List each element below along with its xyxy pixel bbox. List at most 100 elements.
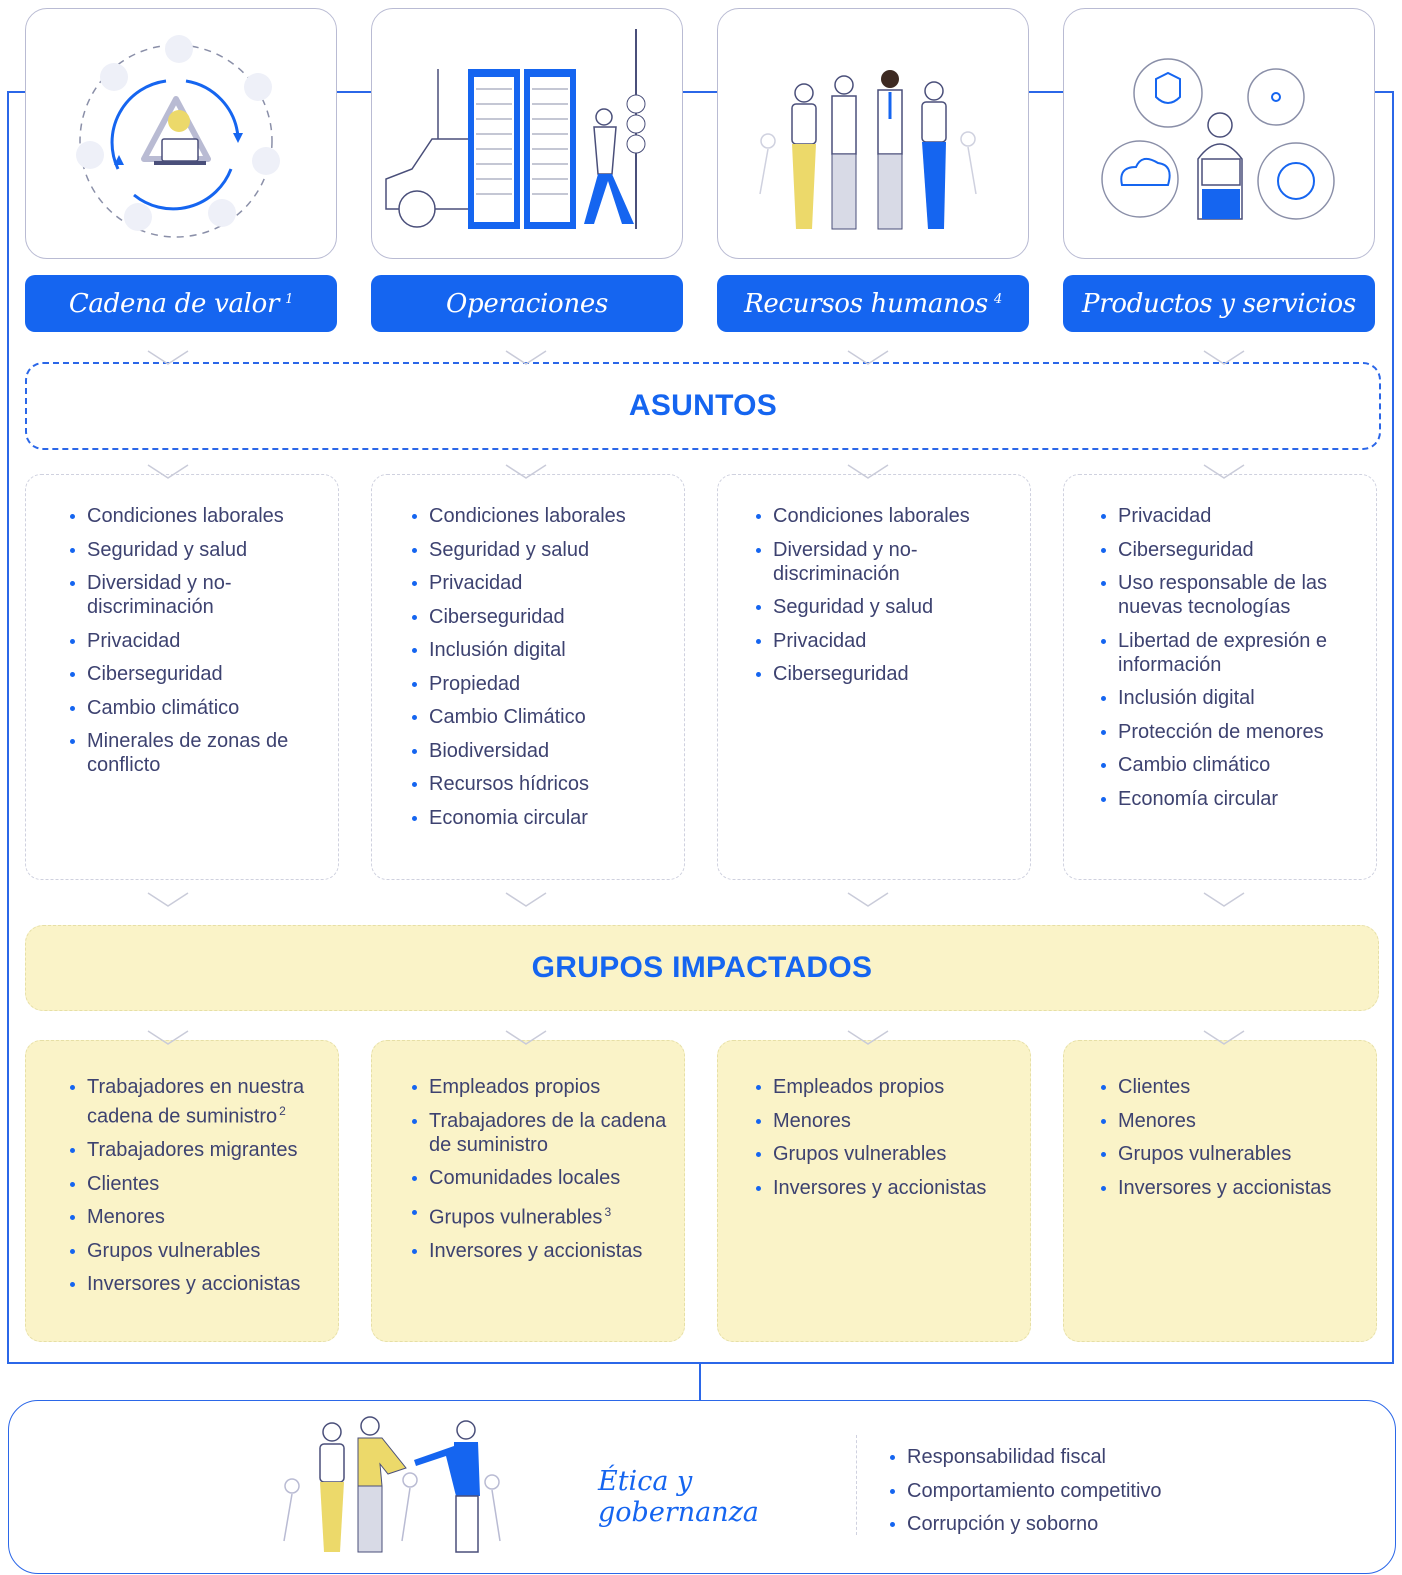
chevron-down-icon (1203, 1030, 1245, 1045)
list-item: Privacidad (1101, 504, 1369, 528)
groups-list: Trabajadores en nuestra cadena de sumini… (70, 1075, 332, 1306)
list-item: Ciberseguridad (1101, 538, 1369, 562)
list-item: Inclusión digital (1101, 686, 1369, 710)
group-label: Trabajadores en nuestra cadena de sumini… (87, 1076, 305, 1128)
frame-left-line (7, 91, 9, 1363)
footnote-ref: 3 (604, 1204, 612, 1219)
list-item: Cambio Climático (412, 705, 674, 729)
list-item: Seguridad y salud (70, 538, 332, 562)
grupos-header: GRUPOS IMPACTADOS (25, 925, 1379, 1011)
list-item: Libertad de expresión e información (1101, 629, 1369, 677)
asuntos-header: ASUNTOS (25, 362, 1381, 450)
frame-top-seg-4 (1029, 91, 1063, 93)
list-item: Biodiversidad (412, 739, 674, 763)
list-item: Clientes (1101, 1075, 1369, 1099)
list-item: Privacidad (756, 629, 1018, 653)
category-recursos-humanos: Recursos humanos 4 (717, 275, 1029, 332)
chevron-down-icon (847, 464, 889, 479)
list-item: Empleados propios (412, 1075, 674, 1099)
category-label: Cadena de valor (68, 288, 280, 319)
list-item: Ciberseguridad (70, 662, 332, 686)
etica-gobernanza-box (8, 1400, 1396, 1574)
list-item: Inclusión digital (412, 638, 674, 662)
list-item: Propiedad (412, 672, 674, 696)
list-item: Grupos vulnerables (1101, 1142, 1369, 1166)
people-handshake-illustration (283, 1416, 501, 1553)
chevron-down-icon (1203, 464, 1245, 479)
list-item: Inversores y accionistas (70, 1272, 332, 1296)
category-productos-servicios: Productos y servicios (1063, 275, 1375, 332)
list-item: Recursos hídricos (412, 772, 674, 796)
illustration-value-chain (25, 8, 337, 259)
list-item: Ciberseguridad (756, 662, 1018, 686)
chevron-down-icon (847, 1030, 889, 1045)
list-item: Comunidades locales (412, 1166, 674, 1190)
grupos-title: GRUPOS IMPACTADOS (531, 951, 873, 984)
list-item: Cambio climático (1101, 753, 1369, 777)
category-operaciones: Operaciones (371, 275, 683, 332)
chevron-down-icon (505, 1030, 547, 1045)
list-item: Condiciones laborales (70, 504, 332, 528)
illustration-human-resources (717, 8, 1029, 259)
list-item: Menores (1101, 1109, 1369, 1133)
category-label: Recursos humanos (744, 288, 988, 319)
chevron-down-icon (847, 350, 889, 365)
list-item: Diversidad y no-discriminación (756, 538, 1018, 586)
list-item: Empleados propios (756, 1075, 1024, 1099)
list-item: Minerales de zonas de conflicto (70, 729, 332, 777)
list-item: Privacidad (412, 571, 674, 595)
list-item: Ciberseguridad (412, 605, 674, 629)
list-item: Protección de menores (1101, 720, 1369, 744)
footnote-ref: 4 (993, 292, 1002, 307)
list-item: Privacidad (70, 629, 332, 653)
illustration-operations (371, 8, 683, 259)
group-label: Grupos vulnerables (429, 1206, 603, 1229)
chevron-down-icon (147, 892, 189, 907)
list-item: Inversores y accionistas (412, 1239, 674, 1263)
frame-top-seg-2 (337, 91, 371, 93)
connector-to-etica (699, 1362, 701, 1400)
list-item: Condiciones laborales (756, 504, 1018, 528)
chevron-down-icon (147, 464, 189, 479)
list-item: Comportamiento competitivo (890, 1479, 1310, 1503)
list-item: Trabajadores migrantes (70, 1138, 332, 1162)
list-item: Clientes (70, 1172, 332, 1196)
list-item: Seguridad y salud (412, 538, 674, 562)
chevron-down-icon (1203, 350, 1245, 365)
list-item: Menores (70, 1205, 332, 1229)
etica-divider (856, 1435, 857, 1535)
groups-column-1: Trabajadores en nuestra cadena de sumini… (25, 1040, 339, 1342)
list-item: Grupos vulnerables (756, 1142, 1024, 1166)
etica-title: Ética y gobernanza (598, 1466, 759, 1528)
category-label: Operaciones (446, 288, 608, 319)
chevron-down-icon (505, 350, 547, 365)
list-item: Trabajadores de la cadena de suministro (412, 1109, 674, 1157)
list-item: Trabajadores en nuestra cadena de sumini… (70, 1075, 332, 1129)
frame-right-line (1392, 91, 1394, 1363)
chevron-down-icon (505, 892, 547, 907)
chevron-down-icon (1203, 892, 1245, 907)
chevron-down-icon (505, 464, 547, 479)
list-item: Grupos vulnerables (70, 1239, 332, 1263)
frame-top-seg-3 (683, 91, 717, 93)
list-item: Economia circular (412, 806, 674, 830)
category-cadena-de-valor: Cadena de valor 1 (25, 275, 337, 332)
illustration-products-services (1063, 8, 1375, 259)
footnote-ref: 1 (285, 292, 294, 307)
list-item: Corrupción y soborno (890, 1512, 1310, 1536)
footnote-ref: 2 (279, 1104, 286, 1118)
